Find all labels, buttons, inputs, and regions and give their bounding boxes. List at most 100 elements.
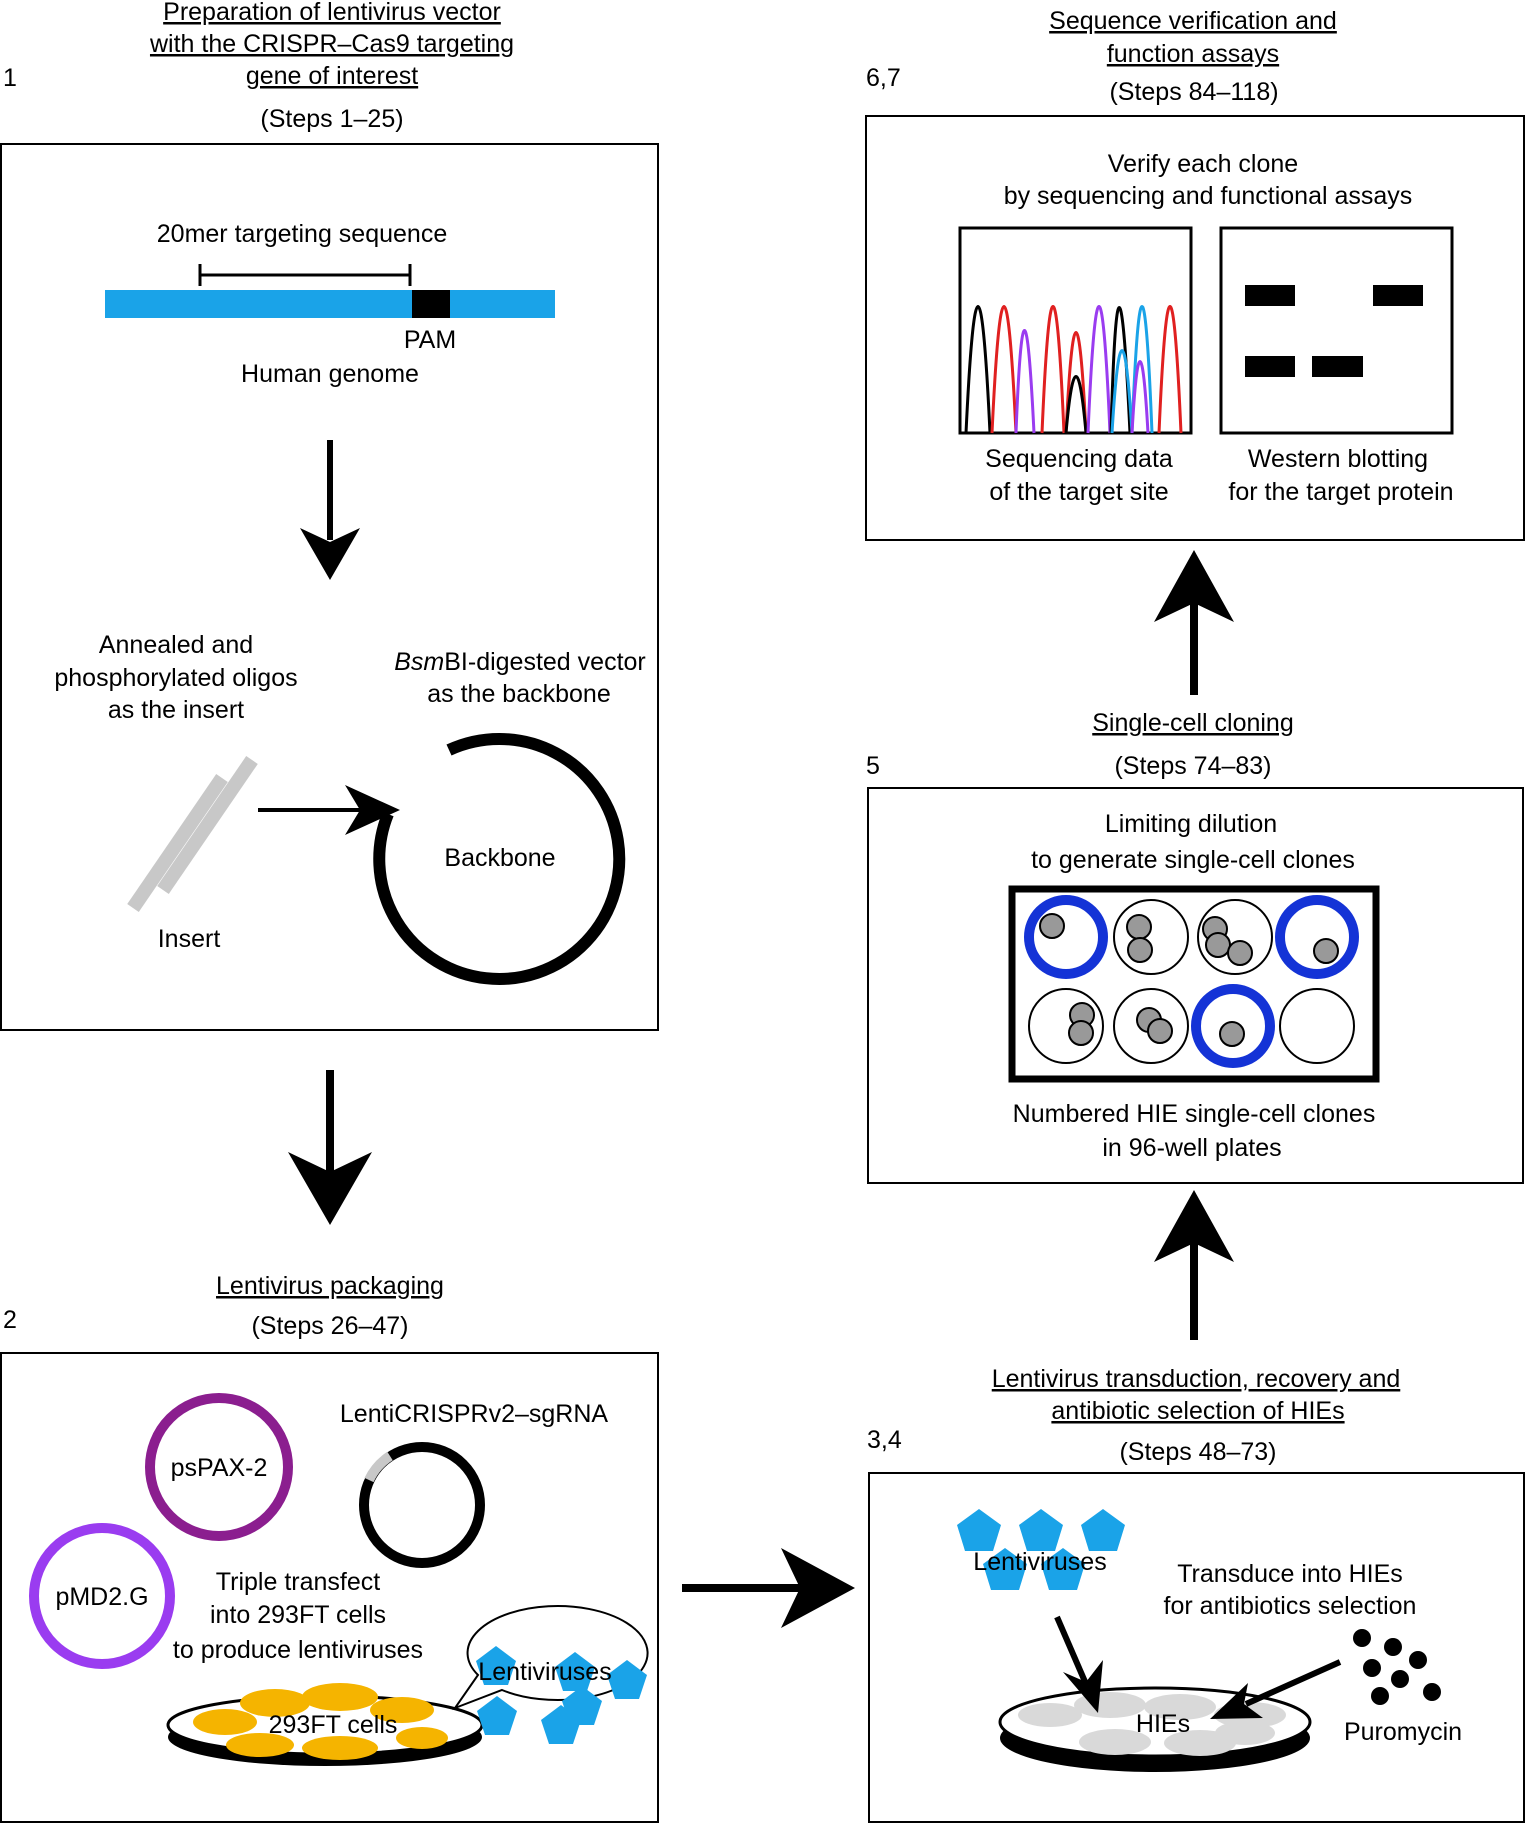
panel-67-desc-line1: Verify each clone (1108, 150, 1298, 178)
cell (1313, 938, 1339, 964)
puromycin-dots (1353, 1629, 1441, 1705)
insert-desc-line3: as the insert (108, 696, 244, 724)
arrow-panel5-to-panel67 (1154, 550, 1234, 695)
targeting-sequence-label: 20mer targeting sequence (157, 220, 447, 248)
blot-band (1245, 285, 1295, 306)
vector-desc-italic: Bsm (394, 648, 444, 676)
vector-desc-line1: BsmBI-digested vector (394, 648, 646, 676)
cell (1219, 1021, 1245, 1047)
panel-5-desc-line1: Limiting dilution (1105, 810, 1277, 838)
cell (1039, 913, 1065, 939)
culture-dish-hies (998, 1686, 1312, 1772)
puromycin-dot (1371, 1687, 1389, 1705)
puromycin-dot (1423, 1683, 1441, 1701)
cell-293ft (240, 1689, 310, 1717)
cell (1205, 932, 1231, 958)
dish-hies-label: HIEs (1136, 1710, 1190, 1738)
western-caption-line2: for the target protein (1228, 478, 1453, 506)
panel-67-title-line2: function assays (1107, 40, 1279, 68)
cell-293ft (193, 1709, 257, 1735)
virus-pentagon (541, 1705, 581, 1744)
cell-293ft (302, 1736, 378, 1760)
panel-2-desc-line3: to produce lentiviruses (173, 1636, 423, 1664)
panel-34-title-line1: Lentivirus transduction, recovery and (992, 1365, 1401, 1393)
lentivirus-group (957, 1509, 1125, 1590)
lenticrispr-label: LentiCRISPRv2–sgRNA (340, 1400, 608, 1428)
well-single-clone (1191, 984, 1275, 1068)
well-plate (1008, 885, 1380, 1083)
sequencing-chromatogram (964, 305, 1183, 434)
well-empty (1279, 988, 1355, 1064)
panel-1-number: 1 (3, 64, 17, 92)
insert-label: Insert (158, 925, 221, 953)
panel-1-title-line1: Preparation of lentivirus vector (163, 0, 501, 26)
panel-34-box (868, 1472, 1525, 1823)
virus-pentagon (957, 1509, 1001, 1551)
panel-2-desc-line2: into 293FT cells (210, 1601, 386, 1629)
virus-pentagon (555, 1652, 595, 1691)
virus-pentagon (983, 1548, 1027, 1590)
well (1197, 899, 1273, 975)
arrow-panel34-to-panel5 (1154, 1190, 1234, 1340)
puromycin-dot (1384, 1638, 1402, 1656)
cell (1127, 937, 1153, 963)
panel-1-box (0, 143, 659, 1031)
cell (1068, 1020, 1094, 1046)
virus-to-dish-arrow (1054, 1615, 1103, 1713)
arrow-panel1-to-panel2 (288, 1070, 372, 1225)
western-blot-box (1219, 226, 1454, 435)
panel-67-title-line1: Sequence verification and (1049, 7, 1337, 35)
hie-cell (1215, 1721, 1275, 1745)
cell (1126, 914, 1152, 940)
bubble-lentiviruses-label: Lentiviruses (478, 1658, 611, 1686)
panel-34-virus-label: Lentiviruses (973, 1548, 1106, 1576)
vector-desc-rest: BI-digested vector (444, 648, 646, 676)
panel-1-steps: (Steps 1–25) (260, 105, 403, 133)
panel-5-header: 5 Single-cell cloning (Steps 74–83) (866, 709, 1294, 780)
panel-1-inner-arrow (300, 440, 360, 580)
panel-5-desc-line2: to generate single-cell clones (1031, 846, 1355, 874)
panel-1-title-line2: with the CRISPR–Cas9 targeting (149, 30, 514, 58)
panel-1-title-line3: gene of interest (246, 62, 418, 90)
panel-5-box (867, 787, 1524, 1184)
panel-2-steps: (Steps 26–47) (251, 1312, 408, 1340)
hie-cell (1079, 1729, 1151, 1755)
backbone-label: Backbone (444, 844, 555, 872)
well (1113, 899, 1189, 975)
puromycin-to-dish-arrow (1210, 1659, 1342, 1719)
panel-5-caption-line2: in 96-well plates (1102, 1134, 1281, 1162)
vector-desc-line2: as the backbone (427, 680, 610, 708)
virus-pentagon (607, 1660, 647, 1699)
cell-293ft (302, 1683, 378, 1711)
panel-34-desc-line1: Transduce into HIEs (1177, 1560, 1403, 1588)
panel-5-steps: (Steps 74–83) (1114, 752, 1271, 780)
well-single-clone (1275, 895, 1359, 979)
well (1113, 988, 1189, 1064)
panel-5-title: Single-cell cloning (1092, 709, 1294, 737)
panel-5-caption-line1: Numbered HIE single-cell clones (1013, 1100, 1376, 1128)
western-blot-bands (1245, 285, 1423, 377)
cell (1227, 940, 1253, 966)
panel-2-desc-line1: Triple transfect (216, 1568, 380, 1596)
puromycin-label: Puromycin (1344, 1718, 1462, 1746)
panel-67-box (865, 115, 1525, 541)
well (1028, 988, 1104, 1064)
pam-site (412, 290, 450, 318)
insert-desc-line1: Annealed and (99, 631, 253, 659)
cell (1147, 1018, 1173, 1044)
backbone-vector (373, 733, 626, 985)
panel-34-title-line2: antibiotic selection of HIEs (1051, 1397, 1344, 1425)
virus-pentagon (1019, 1509, 1063, 1551)
hie-cell (1144, 1694, 1216, 1720)
dish-293ft-label: 293FT cells (269, 1711, 398, 1739)
cell-293ft (396, 1727, 448, 1749)
puromycin-dot (1363, 1659, 1381, 1677)
panel-2-box (0, 1352, 659, 1823)
panel-2-header: 2 Lentivirus packaging (Steps 26–47) (3, 1272, 444, 1340)
cell-293ft (370, 1697, 434, 1723)
pspax2-plasmid (145, 1393, 293, 1541)
western-caption-line1: Western blotting (1248, 445, 1428, 473)
culture-dish-293ft (166, 1683, 484, 1766)
sgrna-insert-segment (364, 1451, 393, 1483)
